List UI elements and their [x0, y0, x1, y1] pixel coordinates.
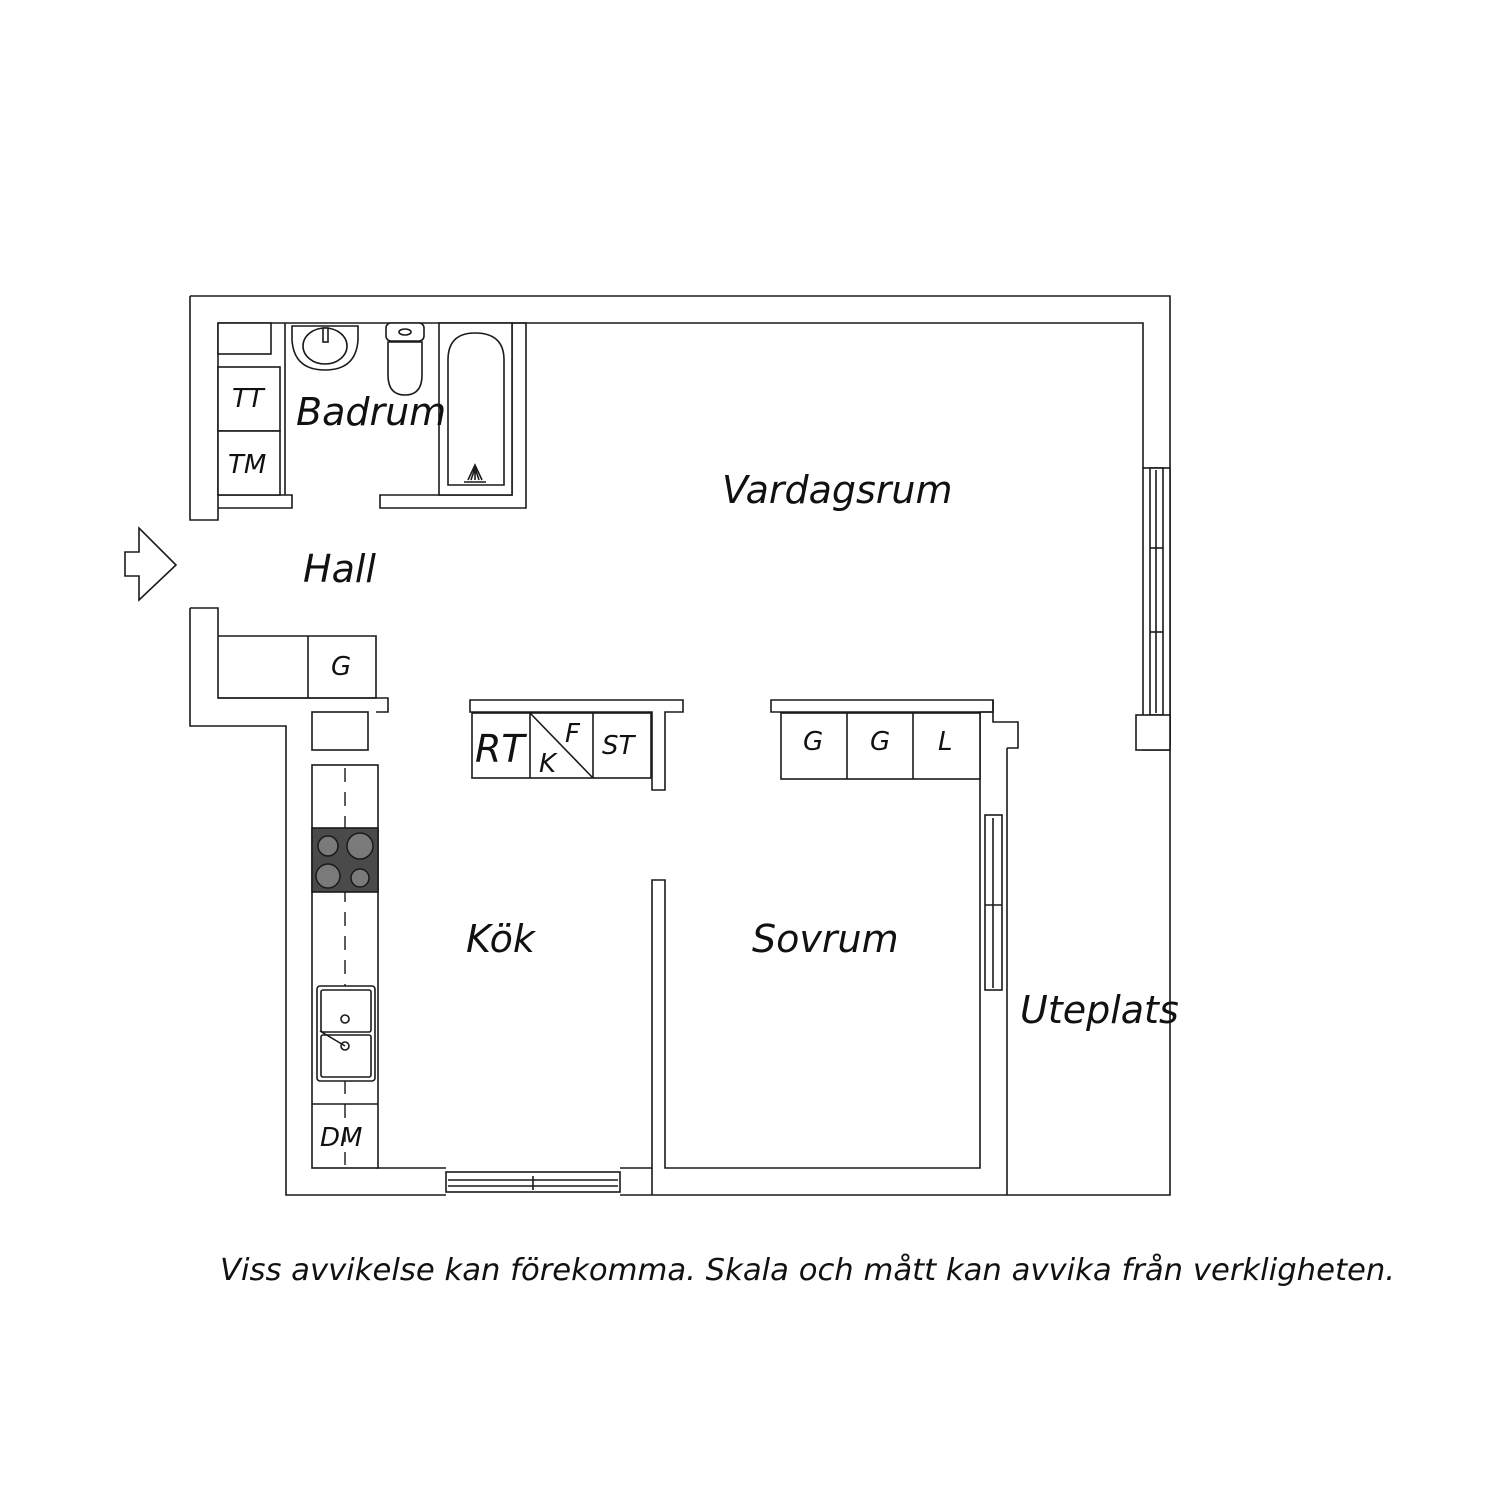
fixture-label-l: L: [938, 727, 953, 757]
entrance-arrow-icon: [124, 526, 178, 602]
fixture-label-rt: RT: [475, 727, 527, 771]
fixture-label-g1: G: [803, 727, 823, 757]
toilet-icon: [385, 322, 425, 396]
fixture-label-k: K: [539, 749, 558, 779]
fixture-label-g2: G: [870, 727, 890, 757]
window-kok: [445, 1171, 621, 1193]
room-label-hall: Hall: [303, 547, 376, 591]
room-label-badrum: Badrum: [296, 390, 446, 434]
bathroom-fixtures: [217, 322, 513, 496]
room-label-sovrum: Sovrum: [752, 917, 899, 961]
kitchen-appliances: [469, 699, 684, 791]
bathtub-icon: [438, 322, 513, 496]
fixture-label-st: ST: [602, 731, 637, 761]
disclaimer-text: Viss avvikelse kan förekomma. Skala och …: [220, 1253, 1395, 1288]
fixture-label-tm: TM: [228, 450, 266, 480]
kitchen-sink-icon: [316, 985, 376, 1082]
fixture-label-f: F: [565, 719, 581, 749]
fixture-label-tt: TT: [232, 384, 266, 414]
fixture-label-hall-g: G: [331, 652, 351, 682]
window-sovrum: [979, 700, 1019, 991]
room-label-vardagsrum: Vardagsrum: [722, 468, 953, 512]
hob-icon: [311, 827, 379, 893]
room-label-kok: Kök: [466, 917, 537, 961]
room-label-uteplats: Uteplats: [1020, 988, 1179, 1032]
fixture-label-dm: DM: [320, 1123, 362, 1153]
window-vardagsrum: [1135, 467, 1171, 751]
sink-icon: [291, 325, 359, 371]
wardrobes: [770, 699, 994, 780]
kitchen-counter: [311, 764, 379, 1169]
